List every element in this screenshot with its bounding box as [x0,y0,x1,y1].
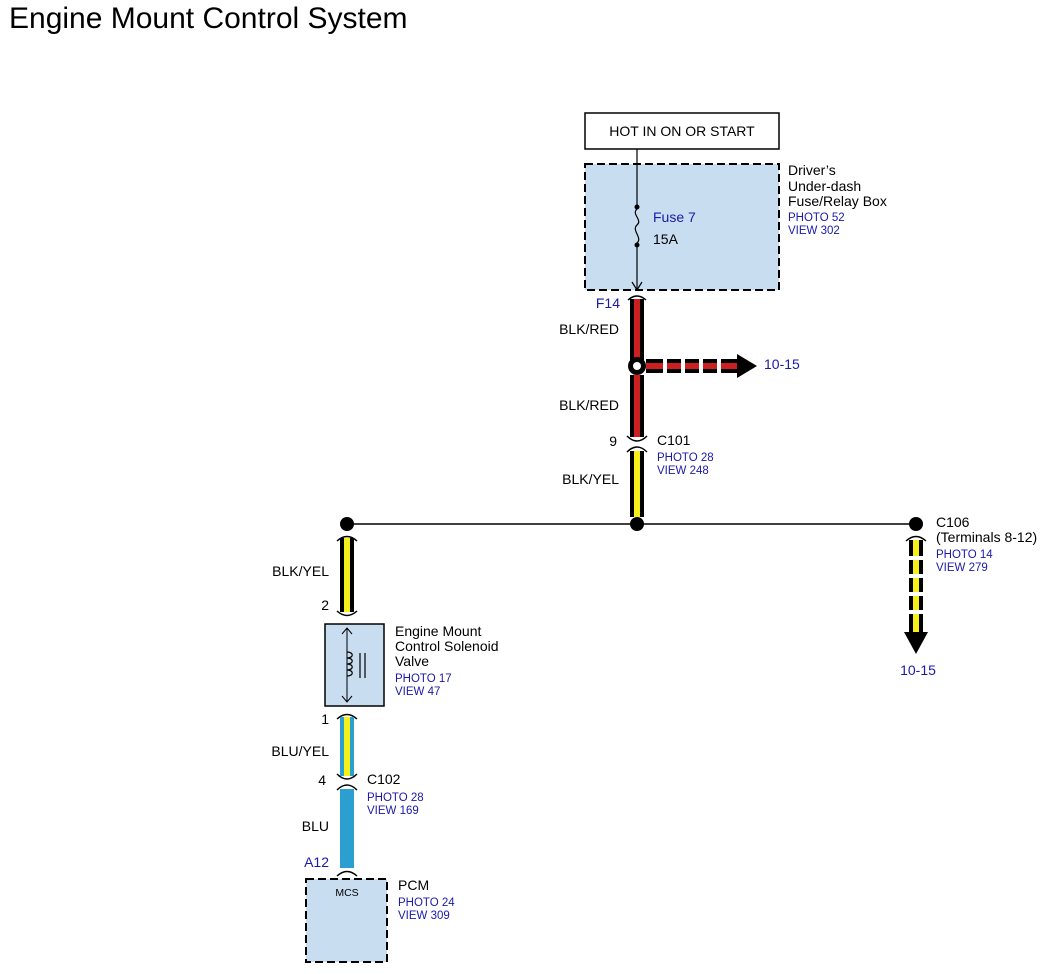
splice-point-top-inner [633,362,641,370]
solenoid-pin-1: 1 [321,711,329,727]
c102-photo: PHOTO 28 [367,792,424,804]
connector-c101-bottom-icon [626,446,648,453]
c106-terminals: (Terminals 8-12) [936,529,1037,545]
connector-c102-bottom-icon [336,784,358,791]
pcm-photo: PHOTO 24 [398,897,455,909]
bus-node-center [630,517,644,531]
c102-pin-label: 4 [318,772,326,788]
c101-name: C101 [657,432,691,448]
fuse-box-name-3: Fuse/Relay Box [788,193,887,209]
terminal-f14-label: F14 [596,295,620,311]
wire-blu [340,789,354,868]
right-arrow-icon [737,354,757,378]
terminal-a12-label: A12 [304,854,329,870]
solenoid-photo: PHOTO 17 [395,673,452,685]
c102-name: C102 [367,771,401,787]
wire-blk-yel-center-stripe [634,451,640,517]
connector-left-top-icon [336,535,358,542]
pcm-box [305,878,388,963]
arrow-right-ref: 10-15 [764,356,800,372]
wire-c106-down-stripe [913,540,919,632]
c102-view: VIEW 169 [367,805,419,817]
c101-view: VIEW 248 [657,465,709,477]
arrow-down-ref: 10-15 [900,662,936,678]
c101-photo: PHOTO 28 [657,452,714,464]
fuse-box-name-2: Under-dash [788,178,861,194]
c106-name: C106 [936,514,970,530]
down-arrow-icon [904,632,928,654]
solenoid-arrow-top-icon [341,627,353,635]
wire-label-blu-yel: BLU/YEL [271,743,329,759]
bus-node-left [340,517,354,531]
connector-c106-icon [905,535,927,542]
solenoid-name-3: Valve [395,653,429,669]
fuse-box-name-1: Driver’s [788,162,836,178]
fuse-box-view: VIEW 302 [788,225,840,237]
connector-c102-top-icon [336,773,358,780]
pcm-view: VIEW 309 [398,910,450,922]
fuse-rating: 15A [653,231,679,247]
fuse-relay-box [584,163,780,291]
c106-dashes [909,556,923,614]
pcm-pin-label: MCS [335,887,358,899]
solenoid-valve-box [324,623,385,707]
fuse-terminal-top [634,204,640,210]
page-title: Engine Mount Control System [9,2,408,35]
wire-label-blk-yel-1: BLK/YEL [562,471,619,487]
fuse-name: Fuse 7 [653,209,696,225]
wire-label-blk-red-1: BLK/RED [559,321,619,337]
connector-c101-top-icon [626,435,648,442]
wire-blk-red-2-stripe [634,375,640,437]
branch-dashes [663,359,721,373]
solenoid-pin-2: 2 [321,597,329,613]
power-source-label: HOT IN ON OR START [609,123,755,139]
fuse-terminal-bottom [634,242,640,248]
solenoid-name-1: Engine Mount [395,623,482,639]
power-source-box [584,112,780,150]
solenoid-view: VIEW 47 [395,686,440,698]
bus-node-right [909,517,923,531]
wire-blk-red-branch-stripe [646,363,738,369]
wire-label-blk-red-2: BLK/RED [559,397,619,413]
wire-blu-yel-stripe [344,717,350,776]
connector-f14-icon [627,295,647,301]
connector-sol-pin1-icon [336,713,358,720]
c101-pin-label: 9 [609,433,617,449]
wire-label-blu: BLU [302,818,329,834]
fuse-element [634,208,640,244]
fuse-arrow-icon [631,281,643,292]
wire-blk-red-1-stripe [634,299,640,363]
connector-a12-icon [336,870,358,877]
wire-blk-yel-left-stripe [344,538,350,612]
solenoid-arrow-bottom-icon [341,695,353,703]
fuse-box-photo: PHOTO 52 [788,212,845,224]
connector-sol-pin2-icon [336,610,358,617]
wire-label-blk-yel-2: BLK/YEL [272,563,329,579]
c106-view: VIEW 279 [936,562,988,574]
solenoid-name-2: Control Solenoid [395,638,499,654]
c106-photo: PHOTO 14 [936,549,993,561]
pcm-name: PCM [398,877,429,893]
solenoid-coil-icon [346,651,353,677]
